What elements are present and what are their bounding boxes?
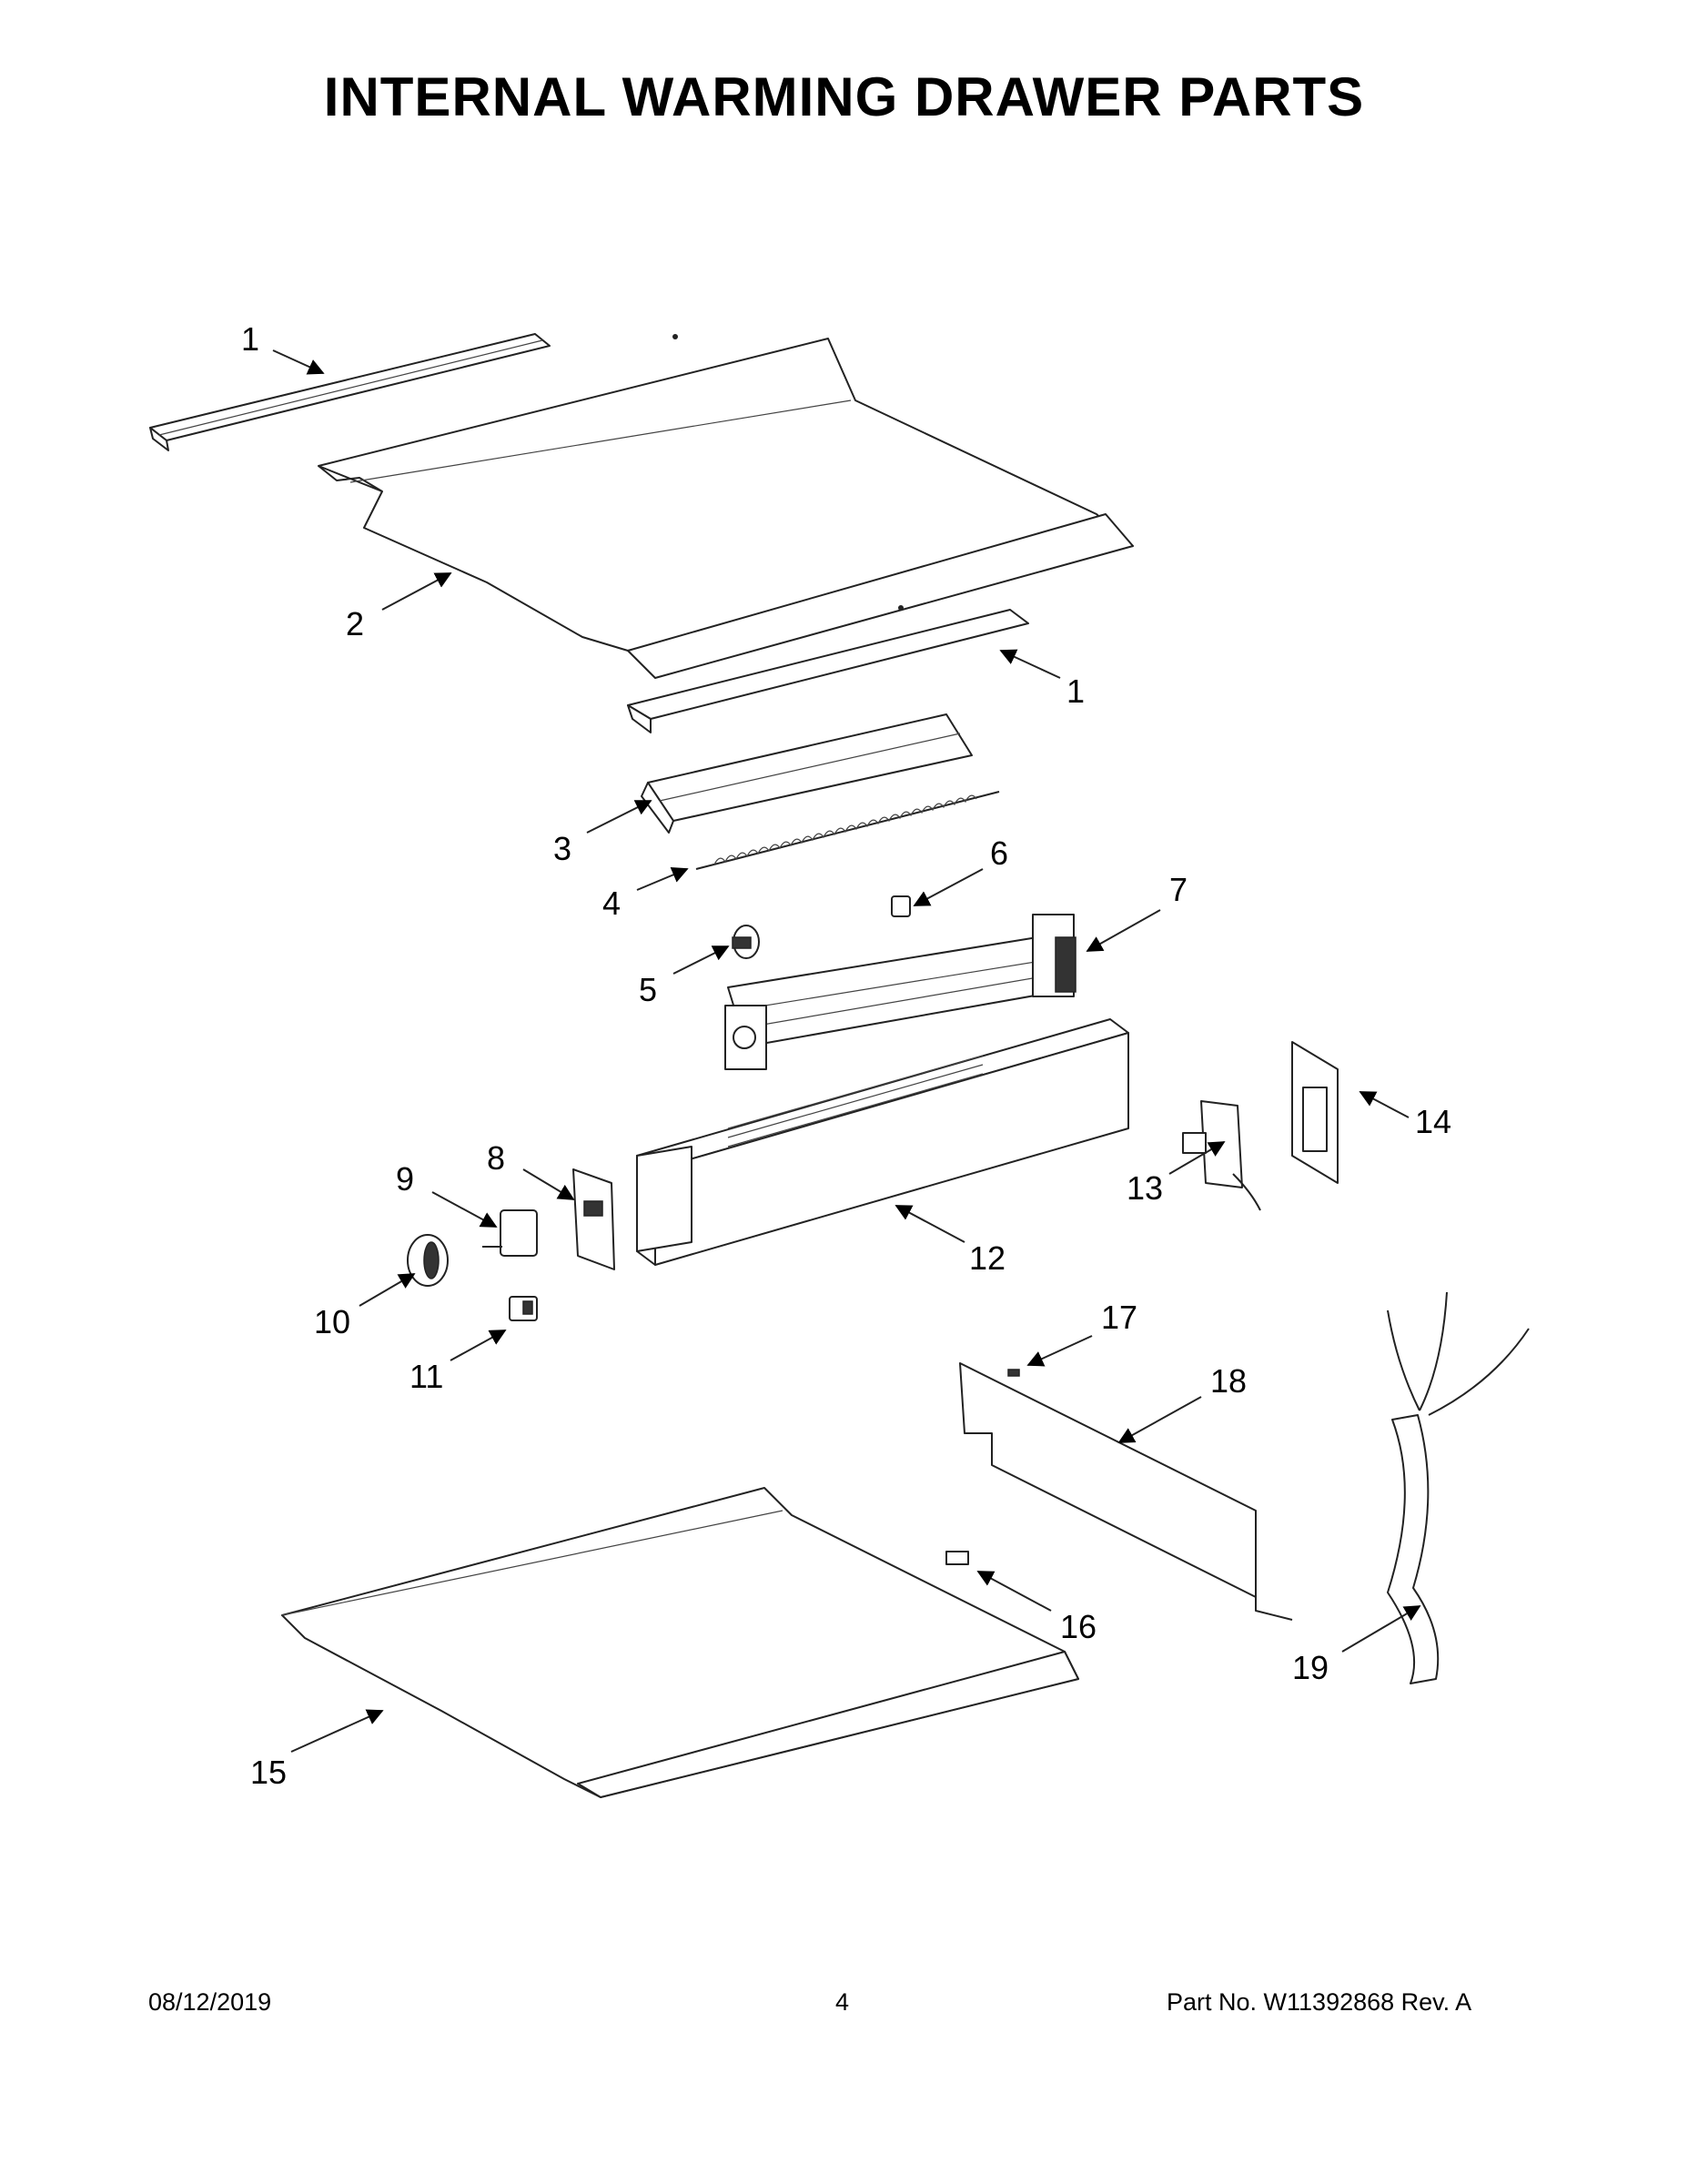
callout-15: 15 bbox=[250, 1709, 384, 1791]
svg-text:19: 19 bbox=[1292, 1649, 1329, 1686]
svg-text:8: 8 bbox=[487, 1139, 505, 1177]
svg-text:7: 7 bbox=[1169, 871, 1188, 908]
part-9-switch bbox=[482, 1209, 538, 1257]
part-15-bottom-panel bbox=[281, 1487, 1079, 1798]
footer-part-number: Part No. W11392868 Rev. A bbox=[1167, 1988, 1472, 2016]
callout-4: 4 bbox=[602, 866, 689, 922]
part-18-rear-panel bbox=[959, 1362, 1293, 1621]
page-title: INTERNAL WARMING DRAWER PARTS bbox=[323, 66, 1365, 127]
part-1-rail-right bbox=[627, 609, 1029, 733]
callout-6: 6 bbox=[913, 834, 1008, 906]
callout-9: 9 bbox=[396, 1160, 498, 1228]
part-11-relay bbox=[509, 1296, 538, 1321]
callout-19: 19 bbox=[1292, 1605, 1421, 1686]
callout-8: 8 bbox=[487, 1139, 575, 1200]
svg-text:6: 6 bbox=[990, 834, 1008, 872]
part-2-top-panel bbox=[318, 334, 1134, 679]
callout-5: 5 bbox=[639, 945, 730, 1008]
svg-text:17: 17 bbox=[1101, 1299, 1137, 1336]
callout-18: 18 bbox=[1117, 1362, 1247, 1443]
svg-text:18: 18 bbox=[1210, 1362, 1247, 1400]
svg-text:11: 11 bbox=[409, 1358, 443, 1395]
svg-text:14: 14 bbox=[1415, 1103, 1451, 1140]
part-14-bracket bbox=[1291, 1041, 1339, 1184]
part-1-rail-left bbox=[149, 333, 551, 451]
part-16-clip bbox=[945, 1551, 969, 1565]
svg-text:1: 1 bbox=[241, 320, 259, 358]
part-10-knob bbox=[407, 1234, 449, 1287]
part-3-heater-shield bbox=[641, 713, 973, 834]
callout-17: 17 bbox=[1026, 1299, 1137, 1367]
footer-date: 08/12/2019 bbox=[148, 1988, 272, 2016]
svg-text:9: 9 bbox=[396, 1160, 414, 1198]
callout-14: 14 bbox=[1359, 1091, 1451, 1140]
part-13-junction-box bbox=[1182, 1100, 1261, 1211]
callout-1-bottom: 1 bbox=[999, 649, 1085, 710]
svg-text:3: 3 bbox=[553, 830, 571, 867]
footer-page-number: 4 bbox=[835, 1988, 850, 2016]
part-7-blower bbox=[724, 914, 1076, 1070]
part-8-bracket bbox=[572, 1168, 615, 1270]
part-19-power-cord bbox=[1387, 1291, 1530, 1684]
part-4-heating-element bbox=[695, 791, 1000, 870]
svg-text:15: 15 bbox=[250, 1754, 287, 1791]
callout-1-top: 1 bbox=[241, 320, 325, 375]
svg-text:13: 13 bbox=[1127, 1169, 1163, 1207]
svg-text:2: 2 bbox=[346, 605, 364, 642]
callout-13: 13 bbox=[1127, 1141, 1226, 1207]
callout-7: 7 bbox=[1086, 871, 1188, 952]
part-6-connector bbox=[891, 895, 911, 917]
svg-text:16: 16 bbox=[1060, 1608, 1097, 1645]
part-12-housing bbox=[636, 1018, 1129, 1266]
svg-text:12: 12 bbox=[969, 1239, 1006, 1277]
callout-10: 10 bbox=[314, 1273, 416, 1340]
svg-text:4: 4 bbox=[602, 885, 621, 922]
callout-11: 11 bbox=[409, 1330, 507, 1395]
callout-16: 16 bbox=[976, 1571, 1097, 1645]
svg-text:5: 5 bbox=[639, 971, 657, 1008]
svg-text:1: 1 bbox=[1066, 672, 1085, 710]
part-17-clip bbox=[1007, 1369, 1020, 1377]
part-5-thermostat bbox=[732, 925, 760, 959]
callout-3: 3 bbox=[553, 800, 652, 867]
svg-text:10: 10 bbox=[314, 1303, 350, 1340]
callout-2: 2 bbox=[346, 572, 452, 642]
callout-12: 12 bbox=[895, 1205, 1006, 1277]
